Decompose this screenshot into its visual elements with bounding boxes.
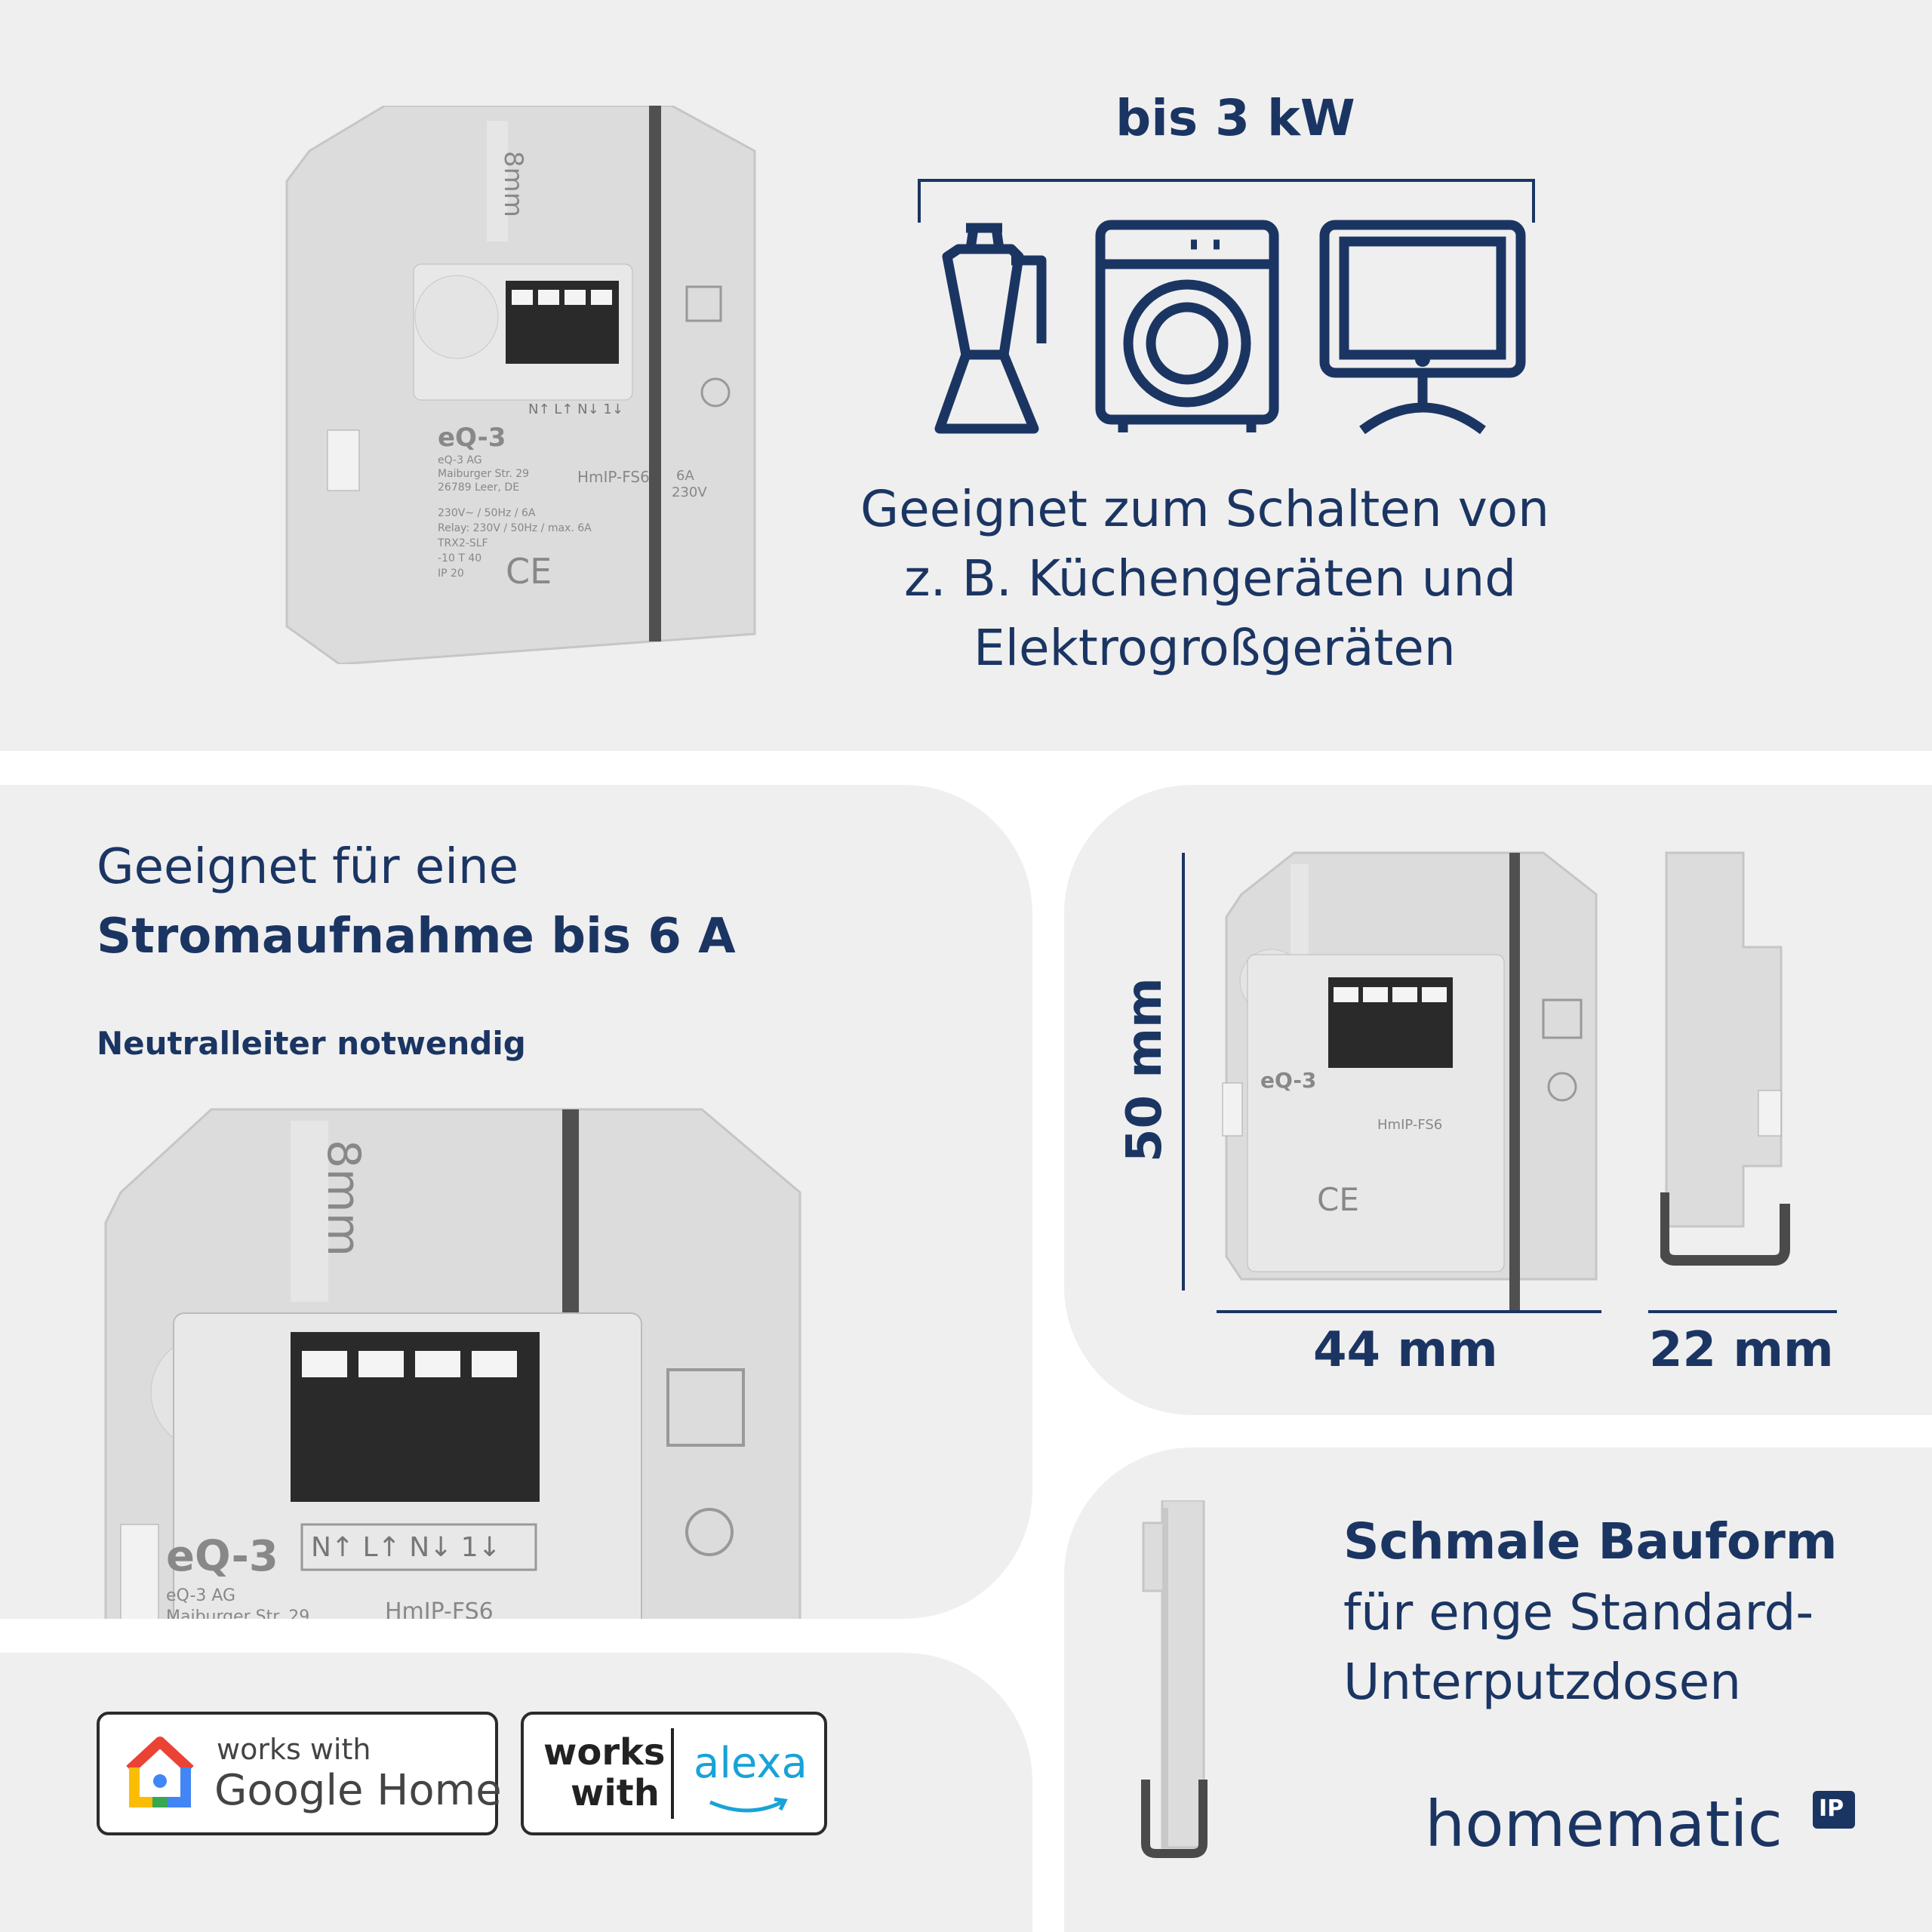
closeup-company: eQ-3 AG	[166, 1586, 236, 1605]
coffee-pot-icon	[934, 223, 1047, 434]
width-label: 44 mm	[1313, 1322, 1498, 1378]
device-side-small-image	[1659, 849, 1796, 1317]
google-home-text: Google Home	[214, 1766, 502, 1815]
top-panel: 8mm N↑ L↑ N↓ 1↓ eQ-3 eQ-3 AG Maiburger S…	[0, 0, 1932, 751]
bauform-title: Schmale Bauform	[1343, 1512, 1838, 1571]
device-brand: eQ-3	[438, 423, 506, 453]
bauform-line-2: Unterputzdosen	[1343, 1653, 1742, 1711]
power-heading: bis 3 kW	[1115, 89, 1355, 147]
device-spec2: Relay: 230V / 50Hz / max. 6A	[438, 522, 592, 534]
device-front-image: 8mm N↑ L↑ N↓ 1↓ eQ-3 eQ-3 AG Maiburger S…	[279, 104, 770, 666]
tv-icon	[1319, 220, 1526, 435]
device-terminal-labels: N↑ L↑ N↓ 1↓	[528, 401, 623, 417]
badges-panel: works with Google Home works with alexa	[0, 1653, 1032, 1932]
closeup-strip-label: 8mm	[317, 1140, 370, 1257]
small-brand: eQ-3	[1260, 1068, 1317, 1093]
desc-line-1: Geeignet zum Schalten von	[860, 480, 1549, 538]
power-bracket	[918, 179, 1535, 223]
alexa-with: with	[571, 1772, 660, 1814]
device-side-image	[1140, 1499, 1253, 1863]
dimensions-panel: 50 mm eQ-3 HmIP-FS6 CE	[1064, 785, 1932, 1415]
current-line-2: Stromaufnahme bis 6 A	[97, 909, 736, 964]
bauform-line-1: für enge Standard-	[1343, 1583, 1814, 1641]
google-works-with: works with	[217, 1733, 371, 1766]
desc-line-3: Elektrogroßgeräten	[974, 619, 1456, 677]
closeup-terminal-labels: N↑ L↑ N↓ 1↓	[311, 1532, 501, 1563]
height-label: 50 mm	[1117, 977, 1173, 1162]
desc-line-2: z. B. Küchengeräten und	[904, 549, 1517, 608]
device-ce-mark: CE	[506, 551, 552, 592]
depth-dimension-line	[1648, 1310, 1837, 1313]
alexa-brand: alexa	[694, 1739, 808, 1788]
device-street: Maiburger Str. 29	[438, 468, 530, 480]
small-ce-mark: CE	[1317, 1181, 1359, 1218]
depth-label: 22 mm	[1649, 1322, 1834, 1378]
device-spec5: IP 20	[438, 568, 464, 580]
device-city: 26789 Leer, DE	[438, 481, 520, 494]
closeup-model: HmIP-FS6	[385, 1598, 494, 1619]
alexa-works: works	[543, 1731, 666, 1774]
closeup-brand: eQ-3	[166, 1532, 278, 1581]
device-strip-label: 8mm	[498, 151, 528, 217]
alexa-smile-icon	[709, 1797, 788, 1813]
ip-badge: IP	[1813, 1791, 1855, 1829]
device-spec1: 230V~ / 50Hz / 6A	[438, 507, 536, 519]
device-closeup-image: 8mm N↑ L↑ N↓ 1↓ eQ-3 eQ-3 AG Maiburger S…	[98, 1102, 853, 1619]
alexa-badge[interactable]: works with alexa	[521, 1712, 827, 1835]
current-panel: Geeignet für eine Stromaufnahme bis 6 A …	[0, 785, 1032, 1619]
washing-machine-icon	[1095, 220, 1279, 432]
homematic-logo: homematic	[1425, 1787, 1783, 1861]
device-rating-voltage: 230V	[672, 485, 707, 500]
device-spec4: -10 T 40	[438, 552, 482, 565]
device-model: HmIP-FS6	[577, 468, 650, 486]
alexa-divider	[671, 1728, 674, 1819]
bauform-panel: Schmale Bauform für enge Standard- Unter…	[1064, 1447, 1932, 1932]
device-spec3: TRX2-SLF	[438, 537, 488, 549]
device-front-small-image: eQ-3 HmIP-FS6 CE	[1219, 849, 1611, 1321]
google-home-icon	[126, 1737, 194, 1807]
ip-badge-label: IP	[1819, 1795, 1844, 1822]
current-line-1: Geeignet für eine	[97, 839, 518, 895]
google-home-badge[interactable]: works with Google Home	[97, 1712, 502, 1835]
width-dimension-line	[1217, 1310, 1601, 1313]
small-model: HmIP-FS6	[1377, 1117, 1443, 1133]
neutral-note: Neutralleiter notwendig	[97, 1025, 526, 1062]
height-dimension-line	[1182, 853, 1185, 1291]
device-company: eQ-3 AG	[438, 454, 482, 466]
closeup-street: Maiburger Str. 29	[166, 1607, 310, 1619]
device-rating-current: 6A	[676, 468, 694, 484]
